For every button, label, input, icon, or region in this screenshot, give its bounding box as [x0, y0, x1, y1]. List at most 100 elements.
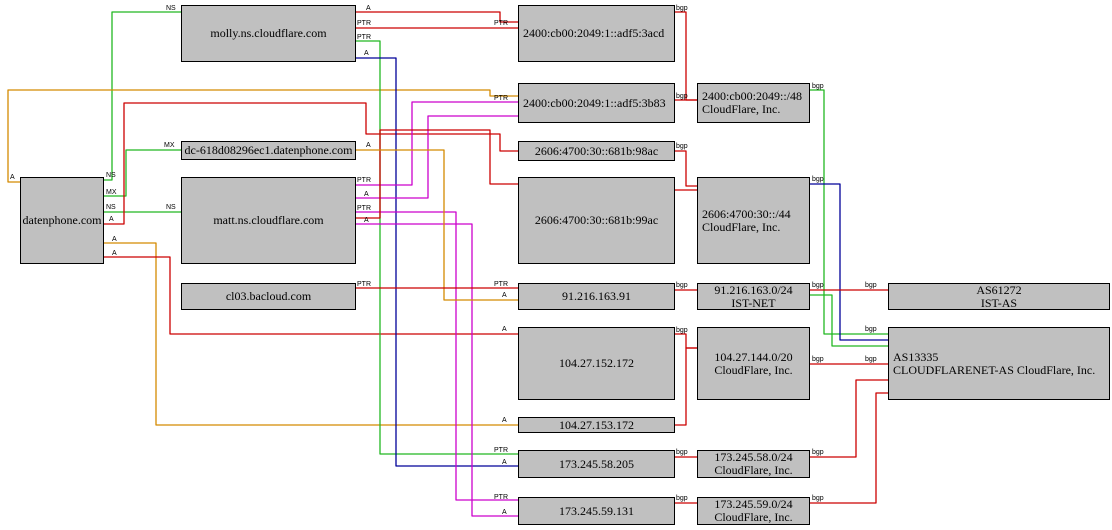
- prefix-2606-cidr: 2606:4700:30::/44: [702, 206, 791, 221]
- node-cl03-bacloud[interactable]: cl03.bacloud.com: [181, 283, 356, 310]
- edge-label-cl03-ptr-dst: PTR: [494, 281, 508, 288]
- prefix-91-cidr: 91.216.163.0/24: [714, 282, 793, 297]
- node-ip-173-245-58-205[interactable]: 173.245.58.205: [518, 450, 675, 478]
- edge-label-a-98ac-src: A: [109, 216, 114, 223]
- edge-label-ns-matt-src: NS: [106, 204, 116, 211]
- edge-label-mx-dst: MX: [164, 142, 175, 149]
- edge-label-molly-a2: A: [364, 50, 369, 57]
- node-ip-2400-3b83[interactable]: 2400:cb00:2049:1::adf5:3b83: [518, 83, 675, 123]
- edge-molly-a-3acd: [356, 11, 518, 23]
- node-ip-2400-3acd[interactable]: 2400:cb00:2049:1::adf5:3acd: [518, 5, 675, 62]
- prefix-104-cidr: 104.27.144.0/20: [714, 349, 793, 364]
- edge-a-98ac: [104, 102, 518, 225]
- edge-bgp-ip-104-152: [675, 333, 697, 349]
- edge-matt-a-3b83: [356, 115, 518, 199]
- edge-label-a-104-152-dst: A: [502, 326, 507, 333]
- node-ip-173-245-59-131[interactable]: 173.245.59.131: [518, 497, 675, 525]
- edge-label-bgp-as-6: bgp: [865, 282, 877, 289]
- prefix-91-org: IST-NET: [731, 295, 776, 310]
- edge-label-bgp-ip-0: bgp: [676, 5, 688, 12]
- prefix-2400-cidr: 2400:cb00:2049::/48: [702, 89, 802, 103]
- prefix-173-58-org: CloudFlare, Inc.: [714, 463, 793, 477]
- edge-label-bgp-as-2: bgp: [812, 282, 824, 289]
- edge-label-ns-matt-dst: NS: [166, 204, 176, 211]
- edge-bgp-173-58-as13335: [810, 379, 888, 458]
- edge-label-molly-a: A: [366, 5, 371, 12]
- edge-label-matt-ptr2: PTR: [357, 205, 371, 212]
- edge-molly-ptr-173-58: [356, 40, 518, 455]
- node-ip-104-27-152-172[interactable]: 104.27.152.172: [518, 327, 675, 400]
- edge-a-104-153: [104, 242, 518, 426]
- node-datenphone[interactable]: datenphone.com: [20, 177, 104, 264]
- prefix-2400-org: CloudFlare, Inc.: [702, 102, 781, 116]
- edge-label-bgp-as-3: bgp: [812, 356, 824, 363]
- node-molly-ns[interactable]: molly.ns.cloudflare.com: [181, 5, 356, 62]
- edge-label-cl03-ptr-src: PTR: [357, 281, 371, 288]
- edge-label-bgp-ip-6: bgp: [676, 495, 688, 502]
- edge-matt-ptr-173-59: [356, 211, 518, 501]
- node-ip-104-27-153-172[interactable]: 104.27.153.172: [518, 417, 675, 433]
- edge-label-a-173-58: A: [502, 459, 507, 466]
- edge-bgp-ip-98ac: [675, 150, 697, 187]
- prefix-104-org: CloudFlare, Inc.: [714, 362, 793, 377]
- edge-label-bgp-ip-1: bgp: [676, 93, 688, 100]
- edge-label-bgp-as-0: bgp: [812, 83, 824, 90]
- edge-label-ptr-3b83: PTR: [494, 95, 508, 102]
- node-ip-2606-98ac[interactable]: 2606:4700:30::681b:98ac: [518, 141, 675, 161]
- node-ip-2606-99ac[interactable]: 2606:4700:30::681b:99ac: [518, 177, 675, 264]
- edge-bgp-91-as13335: [810, 294, 888, 347]
- node-dc-mail[interactable]: dc-618d08296ec1.datenphone.com: [181, 141, 356, 160]
- edge-matt-ptr-3b83: [356, 101, 518, 186]
- edge-label-bgp-as-4: bgp: [812, 449, 824, 456]
- as13335-number: AS13335: [893, 349, 939, 364]
- edge-label-bgp-as-7: bgp: [865, 326, 877, 333]
- edge-label-a-91: A: [502, 292, 507, 299]
- edge-label-dc-a: A: [366, 142, 371, 149]
- edge-label-a-104-153-src: A: [112, 236, 117, 243]
- edge-label-bgp-as-8: bgp: [865, 356, 877, 363]
- edge-label-matt-a1: A: [364, 191, 369, 198]
- edge-label-a-104-153-dst: A: [502, 417, 507, 424]
- edge-label-ptr-173-58: PTR: [494, 447, 508, 454]
- edge-molly-a-173-58: [356, 57, 518, 467]
- as61272-number: AS61272: [976, 282, 1022, 297]
- edge-matt-a-99ac: [356, 129, 518, 219]
- edge-label-molly-ptr1-dst: PTR: [494, 20, 508, 27]
- edge-label-matt-a2: A: [364, 217, 369, 224]
- edge-bgp-173-59-as13335: [810, 392, 888, 504]
- edge-dc-a-91: [356, 149, 518, 301]
- edge-label-bgp-ip-3: bgp: [676, 282, 688, 289]
- prefix-173-59-cidr: 173.245.59.0/24: [714, 497, 793, 511]
- prefix-2606-org: CloudFlare, Inc.: [702, 219, 781, 234]
- as13335-name: CLOUDFLARENET-AS CloudFlare, Inc.: [893, 362, 1096, 377]
- edge-label-mx-src: MX: [106, 189, 117, 196]
- edge-label-bgp-ip-2: bgp: [676, 143, 688, 150]
- edge-label-matt-ptr1: PTR: [357, 177, 371, 184]
- node-matt-ns[interactable]: matt.ns.cloudflare.com: [181, 177, 356, 264]
- edge-label-ns-molly-src: NS: [106, 172, 116, 179]
- edge-a-104-152: [104, 256, 518, 335]
- node-ip-91-216-163-91[interactable]: 91.216.163.91: [518, 283, 675, 310]
- edge-label-ns-molly-dst: NS: [166, 5, 176, 12]
- edge-label-molly-ptr2: PTR: [357, 34, 371, 41]
- edge-bgp-ip-3acd: [675, 11, 697, 101]
- edge-label-bgp-ip-5: bgp: [676, 449, 688, 456]
- edge-label-molly-ptr1-src: PTR: [357, 20, 371, 27]
- edge-matt-a-173-59: [356, 223, 518, 517]
- edge-label-a-3b83-src: A: [10, 174, 15, 181]
- edge-ns-molly: [104, 11, 181, 181]
- edge-bgp-ip-104-153: [675, 347, 697, 426]
- edge-bgp-2400-as13335: [810, 89, 888, 335]
- edge-a-3b83: [7, 89, 518, 183]
- edge-mx-dc: [104, 149, 181, 197]
